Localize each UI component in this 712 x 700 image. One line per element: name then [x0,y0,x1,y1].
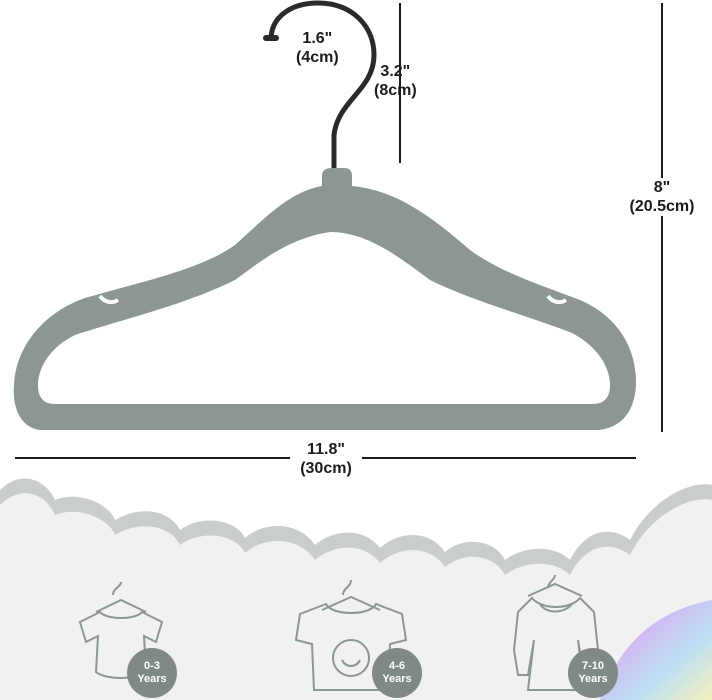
dress-icon [512,574,600,691]
hook-width-label: 1.6" (4cm) [296,29,339,67]
age-unit: Years [137,673,167,685]
rainbow-decoration [600,600,712,700]
age-range: 7-10 [581,660,605,672]
total-width-imperial: 11.8" [307,441,345,458]
hook-height-imperial: 3.2" [380,63,411,80]
age-range: 0-3 [144,660,160,672]
hook-width-metric: (4cm) [296,49,339,66]
total-width-label: 11.8" (30cm) [290,440,362,478]
total-height-imperial: 8" [653,179,671,196]
total-height-metric: (20.5cm) [629,198,695,215]
age-range: 4-6 [389,660,405,672]
total-width-metric: (30cm) [300,460,352,477]
hanger-hook [263,0,377,175]
hook-height-label: 3.2" (8cm) [374,62,417,100]
hook-width-imperial: 1.6" [302,30,333,47]
age-unit: Years [578,673,608,685]
hook-height-metric: (8cm) [374,82,417,99]
age-unit: Years [382,673,412,685]
age-badge-4-6: 4-6 Years [372,648,422,698]
tshirt-icon [294,579,408,691]
age-badge-7-10: 7-10 Years [568,648,618,698]
total-height-label: 8" (20.5cm) [620,178,704,216]
age-badge-0-3: 0-3 Years [127,648,177,698]
hanger-body [13,168,637,430]
